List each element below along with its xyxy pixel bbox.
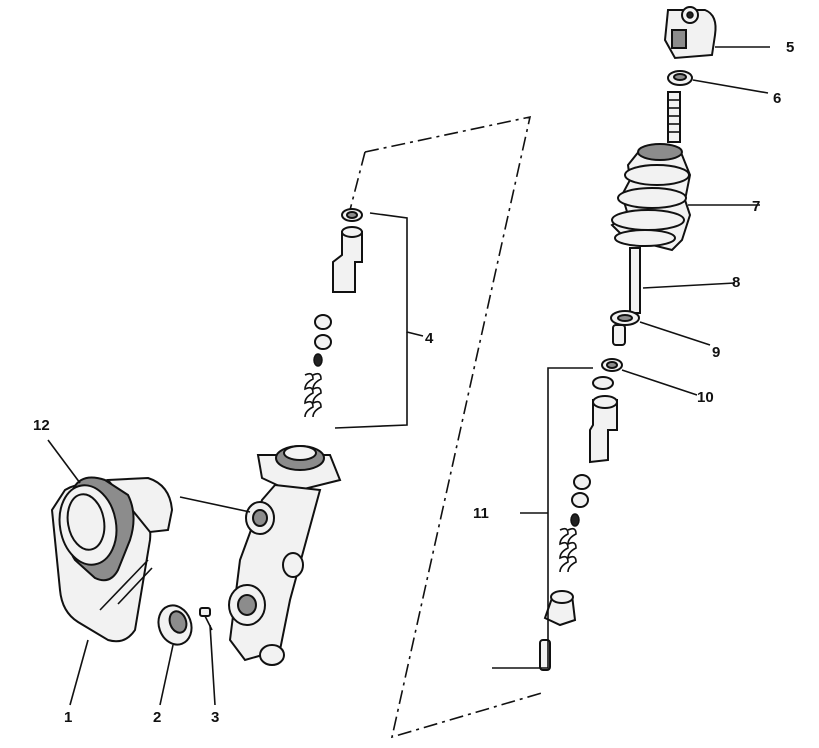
leader-2: [159, 644, 174, 706]
callout-1: 1: [64, 709, 72, 726]
retainer: [610, 310, 640, 346]
master-cylinder-body: [179, 445, 342, 666]
callout-9: 9: [712, 344, 720, 361]
leader-10: [621, 369, 698, 396]
grommet: [157, 604, 193, 646]
callout-10: 10: [697, 389, 714, 406]
nut: [667, 70, 693, 86]
pushrod: [629, 247, 641, 314]
leader-1: [69, 639, 89, 706]
pin: [199, 607, 213, 631]
callout-4: 4: [425, 330, 434, 347]
callout-12: 12: [33, 417, 50, 434]
callout-2: 2: [153, 709, 161, 726]
callout-11: 11: [473, 505, 489, 522]
pushrod-thread: [667, 91, 681, 143]
leader-12: [47, 439, 81, 484]
reservoir-assembly: [50, 476, 174, 643]
leader-9: [639, 321, 711, 346]
callout-8: 8: [732, 274, 740, 291]
clevis: [663, 6, 717, 60]
leader-3: [209, 624, 216, 706]
secondary-piston-stack: [492, 358, 623, 671]
boot: [610, 143, 692, 252]
callout-5: 5: [786, 39, 794, 56]
callout-7: 7: [752, 198, 760, 215]
leader-6: [692, 79, 769, 94]
primary-piston-stack: [304, 208, 424, 429]
callout-3: 3: [211, 709, 219, 726]
assembly-centerline: [349, 115, 546, 739]
leader-8: [642, 282, 736, 289]
callout-6: 6: [773, 90, 781, 107]
